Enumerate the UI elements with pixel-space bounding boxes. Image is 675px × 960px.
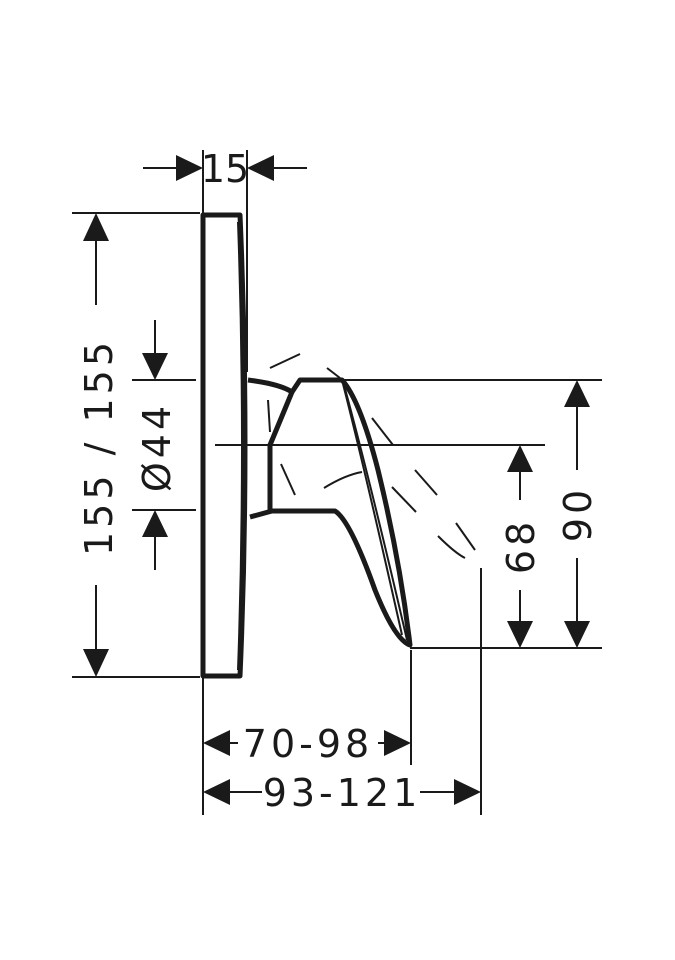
dimension-plate-height: 155 / 155 [77,213,121,677]
dimension-label-68: 68 [499,518,543,574]
dimension-label-44: Ø44 [135,402,179,492]
dimension-label-93-121: 93-121 [263,771,422,815]
dimension-projection-short: 70-98 [203,722,411,766]
dimension-lever-height: 90 [556,380,600,648]
swing-arc [267,353,476,559]
dimension-label-70-98: 70-98 [243,722,373,766]
dimension-label-90: 90 [556,486,600,542]
wall-plate [200,212,248,679]
dimension-center-height: 68 [499,445,543,648]
dimension-plate-depth: 15 [143,147,307,191]
dimension-label-15: 15 [201,147,249,191]
dimension-outlet-diameter: Ø44 [135,320,179,570]
dimension-label-155: 155 / 155 [77,338,121,556]
dimension-projection-long: 93-121 [203,771,481,815]
lever-handle [247,377,413,648]
